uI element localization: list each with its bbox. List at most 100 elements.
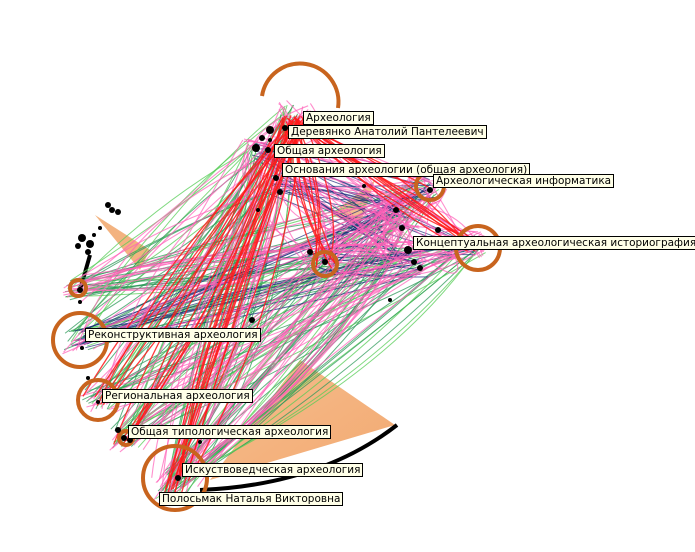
label-iskus[interactable]: Искуствоведческая археология xyxy=(182,463,364,477)
edge-red xyxy=(100,117,305,405)
edge-pink xyxy=(83,186,265,396)
graph-node[interactable] xyxy=(362,184,366,188)
edge-pink xyxy=(82,251,472,292)
graph-node[interactable] xyxy=(198,440,202,444)
edge-navy xyxy=(284,192,406,219)
graph-node[interactable] xyxy=(75,243,81,249)
orange-fan-bottom xyxy=(210,360,395,480)
graph-node[interactable] xyxy=(105,202,111,208)
label-inform[interactable]: Археологическая информатика xyxy=(433,174,615,188)
edge-red xyxy=(106,115,288,402)
graph-node[interactable] xyxy=(268,138,272,142)
label-osn[interactable]: Основания археологии (общая археология) xyxy=(282,163,531,177)
edge-green xyxy=(69,151,248,291)
graph-node[interactable] xyxy=(121,435,127,441)
graph-node[interactable] xyxy=(109,207,115,213)
edge-pink xyxy=(69,193,418,289)
edge-pink xyxy=(63,255,398,296)
edge-green xyxy=(97,155,263,406)
edge-pink xyxy=(343,244,493,278)
edge-green xyxy=(80,186,288,282)
edge-green xyxy=(170,241,485,487)
graph-node[interactable] xyxy=(411,259,417,265)
graph-node[interactable] xyxy=(307,249,313,255)
orange-fan-left xyxy=(95,215,150,270)
graph-node[interactable] xyxy=(435,227,441,233)
edge-pink xyxy=(385,222,399,249)
graph-node[interactable] xyxy=(399,225,405,231)
edge-pink xyxy=(291,182,390,261)
graph-node[interactable] xyxy=(78,300,82,304)
graph-node[interactable] xyxy=(96,400,100,404)
label-polos[interactable]: Полосьмак Наталья Викторовна xyxy=(159,492,344,506)
graph-node[interactable] xyxy=(265,147,271,153)
edge-pink xyxy=(163,199,415,485)
edge-pink xyxy=(423,255,459,274)
graph-node[interactable] xyxy=(277,189,283,195)
graph-node[interactable] xyxy=(115,209,121,215)
edge-pink xyxy=(132,248,456,437)
edge-pink xyxy=(399,250,461,264)
label-konc[interactable]: Концептуальная археологическая историогр… xyxy=(413,236,695,250)
ring-mid xyxy=(311,250,339,278)
label-derev[interactable]: Деревянко Анатолий Пантелеевич xyxy=(288,125,487,139)
edge-red xyxy=(127,117,284,445)
label-rekon[interactable]: Реконструктивная археология xyxy=(85,328,261,342)
graph-node[interactable] xyxy=(417,265,423,271)
graph-node[interactable] xyxy=(85,249,91,255)
edge-green xyxy=(179,253,475,480)
graph-node[interactable] xyxy=(404,246,412,254)
edge-pink xyxy=(97,199,410,331)
edge-red xyxy=(102,118,308,406)
edge-pink xyxy=(169,181,441,487)
edge-pink xyxy=(79,182,267,304)
graph-node[interactable] xyxy=(78,234,86,242)
graph-node[interactable] xyxy=(86,240,94,248)
node-layer xyxy=(75,125,441,481)
ring-iskus xyxy=(141,444,209,512)
graph-node[interactable] xyxy=(322,259,328,265)
graph-node[interactable] xyxy=(393,207,399,213)
edge-pink xyxy=(119,153,246,430)
edge-pink xyxy=(177,254,309,483)
edge-pink xyxy=(264,175,420,229)
edge-red xyxy=(82,119,300,397)
graph-node[interactable] xyxy=(86,376,90,380)
edge-pink xyxy=(119,248,475,453)
graph-node[interactable] xyxy=(92,233,96,237)
edge-green xyxy=(122,252,486,430)
ring-arch xyxy=(260,61,341,109)
edge-red xyxy=(165,117,300,490)
edge-pink xyxy=(263,163,425,189)
edge-green xyxy=(89,105,286,333)
edge-pink xyxy=(92,153,250,350)
edge-red xyxy=(178,123,305,473)
edge-green xyxy=(106,184,274,410)
edge-pink xyxy=(196,257,404,469)
edge-pink xyxy=(326,206,386,274)
edge-pink xyxy=(242,139,307,248)
label-tipol[interactable]: Общая типологическая археология xyxy=(128,425,332,439)
ring-left xyxy=(68,278,88,298)
graph-node[interactable] xyxy=(259,135,265,141)
graph-node[interactable] xyxy=(115,427,121,433)
graph-node[interactable] xyxy=(98,226,102,230)
label-arch[interactable]: Археология xyxy=(303,111,374,125)
graph-node[interactable] xyxy=(80,346,84,350)
graph-node[interactable] xyxy=(249,317,255,323)
edge-green xyxy=(70,112,286,343)
label-obsh[interactable]: Общая археология xyxy=(274,144,385,158)
graph-node[interactable] xyxy=(273,175,279,181)
label-region[interactable]: Региональная археология xyxy=(102,389,253,403)
graph-node[interactable] xyxy=(427,187,433,193)
edge-pink xyxy=(307,173,411,260)
graph-node[interactable] xyxy=(252,144,260,152)
graph-node[interactable] xyxy=(77,287,83,293)
graph-node[interactable] xyxy=(282,125,288,131)
graph-node[interactable] xyxy=(256,208,260,212)
graph-node[interactable] xyxy=(175,475,181,481)
graph-node[interactable] xyxy=(266,126,274,134)
edge-red xyxy=(113,123,292,445)
graph-node[interactable] xyxy=(388,298,392,302)
